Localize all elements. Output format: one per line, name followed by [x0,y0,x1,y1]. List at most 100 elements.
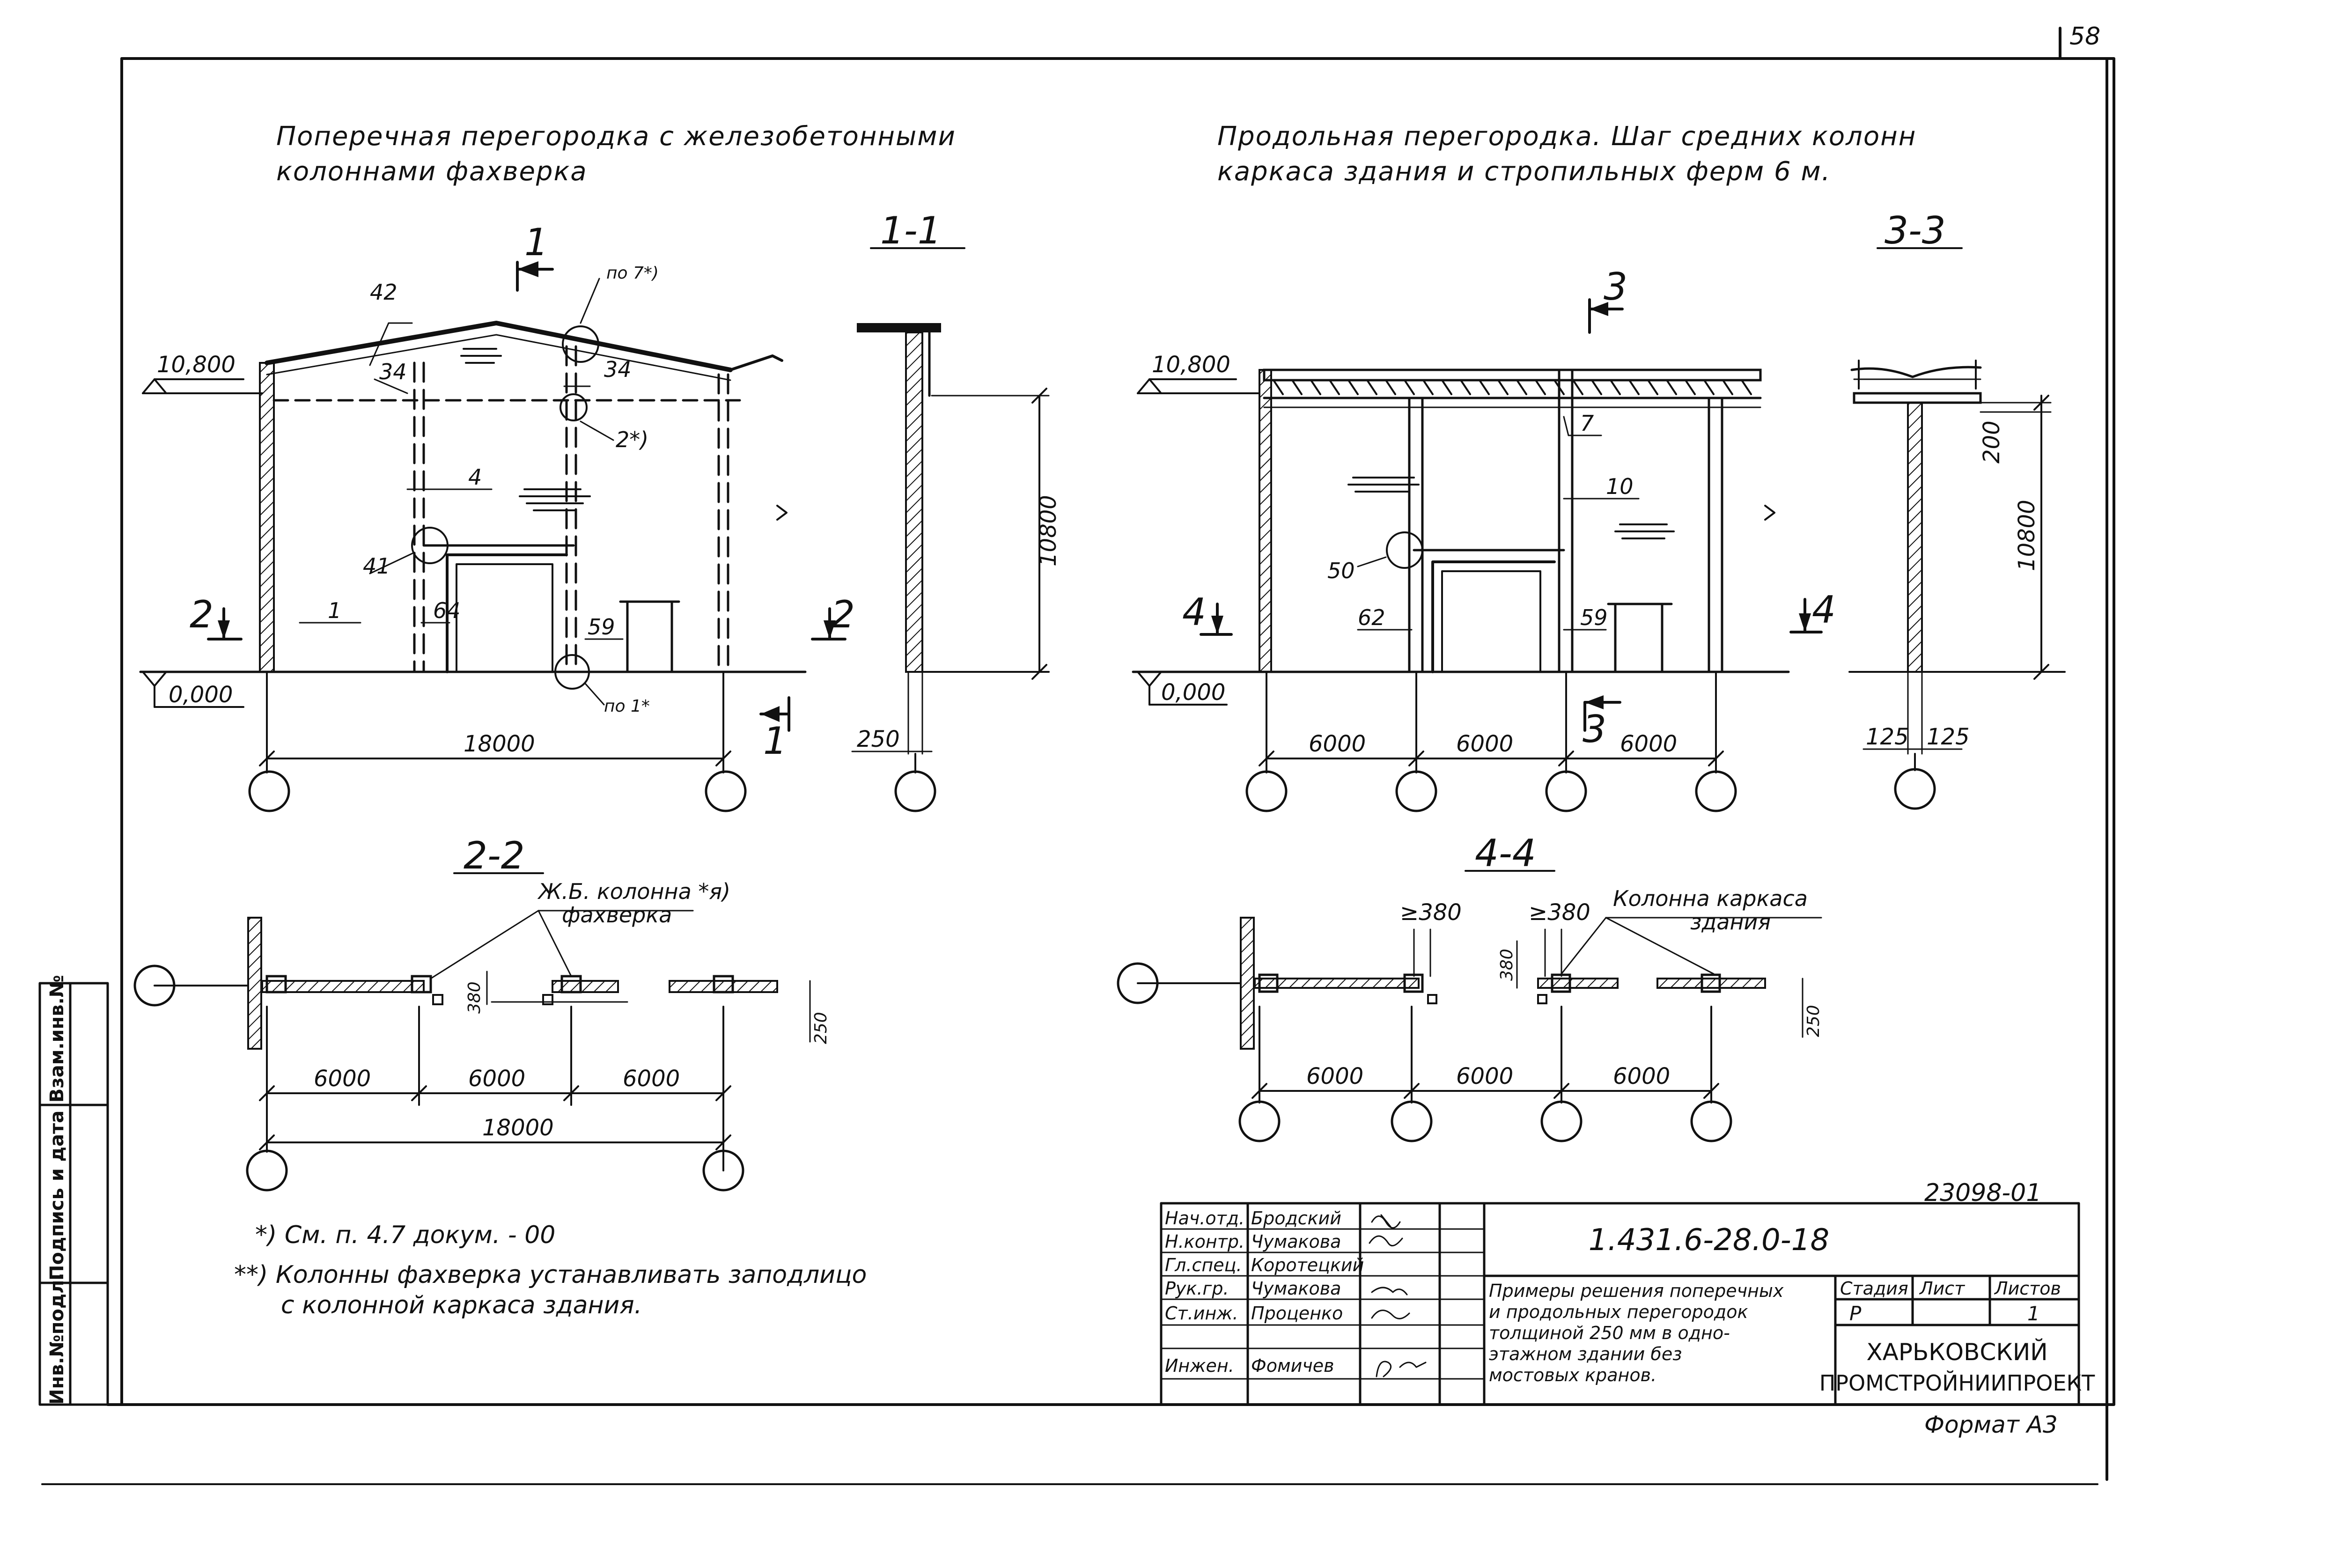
label-59-left: 59 [588,614,615,640]
section-4-4-title: 4-4 [1475,832,1536,875]
rc-column-label-1: Ж.Б. колонна *я) [537,879,730,904]
note-2-line1: **) Колонны фахверка устанавливать запод… [234,1261,867,1289]
label-10: 10 [1606,474,1634,499]
plan-4-4: 4-4 ≥380 ≥380 380 250 Колонна каркаса [1117,832,1823,1142]
label-po1: по 1* [604,697,650,716]
tb-desc-1: Примеры решения поперечных [1489,1281,1784,1301]
level-top-right: 10,800 [1152,352,1230,378]
side-strip-label-3: Взам.инв.№ [46,975,68,1103]
tb-name-7: Фомичев [1251,1355,1334,1376]
dim-18000-s22: 18000 [482,1115,554,1141]
cut-mark-1-top: 1 [524,221,548,264]
cut-mark-4-right: 4 [1812,588,1836,632]
right-elevation: 7 10 50 62 59 3 3 4 4 10,800 0,000 6000 … [1132,265,1836,812]
label-64: 64 [433,598,461,623]
dim-6000-s22-3: 6000 [623,1066,680,1092]
sheet-frame [41,27,2115,1485]
tb-name-3: Коротецкий [1251,1255,1364,1275]
label-2star: 2*) [616,427,648,452]
tb-role-2: Н.контр. [1165,1231,1244,1252]
doc-code: 1.431.6-28.0-18 [1589,1223,1829,1258]
tb-sheet-header: Лист [1919,1278,1966,1299]
dim-6000-s22-1: 6000 [314,1066,371,1092]
dim-ge380-left: ≥380 [1400,899,1462,926]
tb-sheets-value: 1 [2027,1302,2040,1325]
right-title-line1: Продольная перегородка. Шаг средних коло… [1217,121,1916,152]
label-62: 62 [1358,605,1385,630]
tb-role-3: Гл.спец. [1165,1255,1242,1275]
dim-125-left: 125 [1866,724,1909,750]
cut-mark-3-top: 3 [1604,265,1627,309]
dim-ge380-right: ≥380 [1529,899,1590,926]
side-strip-label-1: Инв.№подл. [46,1273,68,1405]
dim-250-s22: 250 [811,1012,831,1044]
dim-380-s22: 380 [465,981,484,1014]
tb-name-1: Бродский [1251,1208,1341,1229]
dim-6000-s44-2: 6000 [1456,1063,1513,1090]
tb-desc-4: этажном здании без [1489,1344,1682,1364]
plan-2-2: 2-2 380 250 Ж.Б. колонна *я) фахверка [133,834,831,1192]
level-zero-left: 0,000 [169,682,233,708]
rc-column-label-2: фахверка [562,902,672,928]
level-top-left: 10,800 [157,352,236,378]
note-2-line2: с колонной каркаса здания. [281,1291,642,1319]
label-34-left: 34 [379,359,407,384]
title-block [1160,1202,2080,1406]
left-elevation: 42 34 34 4 41 1 64 59 по 7*) 2*) по 1* 1… [139,221,855,812]
tb-name-5: Проценко [1251,1303,1343,1324]
level-zero-right: 0,000 [1161,679,1225,706]
tb-org-line1: ХАРЬКОВСКИЙ [1866,1338,2047,1366]
tb-name-4: Чумакова [1251,1278,1341,1299]
tb-stage-value: Р [1849,1302,1862,1325]
dim-6000-s44-3: 6000 [1613,1063,1670,1090]
cut-mark-4-left: 4 [1182,590,1206,634]
left-title-line2: колоннами фахверка [276,156,588,187]
section-1-1-title: 1-1 [880,209,942,252]
dim-10800-s33: 10800 [2014,500,2040,571]
label-po7: по 7*) [606,264,659,283]
section-3-3-title: 3-3 [1885,209,1946,252]
cut-mark-2-left: 2 [190,593,213,636]
tb-desc-2: и продольных перегородок [1489,1302,1748,1322]
side-strip [38,982,109,1406]
label-4: 4 [468,464,482,490]
label-1: 1 [328,598,341,623]
tb-description: Примеры решения поперечных и продольных … [1489,1281,1784,1385]
tb-role-7: Инжен. [1165,1355,1234,1376]
tb-sheets-header: Листов [1994,1278,2061,1299]
section-3-3: 3-3 200 10800 125 125 [1848,209,2066,810]
tb-role-1: Нач.отд. [1165,1208,1244,1229]
label-34-right: 34 [604,357,632,382]
cut-mark-2-right: 2 [831,593,855,636]
dim-200-s33: 200 [1979,420,2005,464]
dim-6000-elev-1: 6000 [1309,731,1366,757]
dim-250-s11: 250 [857,726,900,752]
frame-column-label-1: Колонна каркаса [1613,886,1808,911]
note-1: *) См. п. 4.7 докум. - 00 [255,1221,555,1249]
section-1-1: 1-1 10800 250 [851,209,1061,812]
side-strip-label-2: Подпись и дата [46,1111,68,1281]
dim-6000-s22-2: 6000 [468,1066,525,1092]
tb-desc-3: толщиной 250 мм в одно- [1489,1323,1730,1343]
label-59-right: 59 [1580,605,1608,630]
dim-380-s44: 380 [1497,949,1516,981]
dim-250-s44: 250 [1804,1005,1823,1037]
cut-mark-3-bottom: 3 [1583,707,1606,751]
frame-column-label-2: здания [1690,909,1771,935]
right-title-line2: каркаса здания и стропильных ферм 6 м. [1217,156,1831,187]
tb-role-5: Ст.инж. [1165,1303,1238,1324]
label-50: 50 [1327,558,1355,583]
dim-6000-elev-3: 6000 [1620,731,1677,757]
tb-desc-5: мостовых кранов. [1489,1365,1656,1385]
sheet-number: 58 [2069,22,2100,51]
dim-18000-elev: 18000 [464,731,535,757]
label-41: 41 [363,553,390,579]
tb-stage-header: Стадия [1840,1278,1908,1299]
dim-6000-elev-2: 6000 [1456,731,1513,757]
label-42: 42 [370,280,398,305]
label-7: 7 [1580,411,1594,436]
tb-role-4: Рук.гр. [1165,1278,1229,1299]
dim-125-right: 125 [1927,724,1970,750]
cut-mark-1-bottom: 1 [763,719,787,763]
